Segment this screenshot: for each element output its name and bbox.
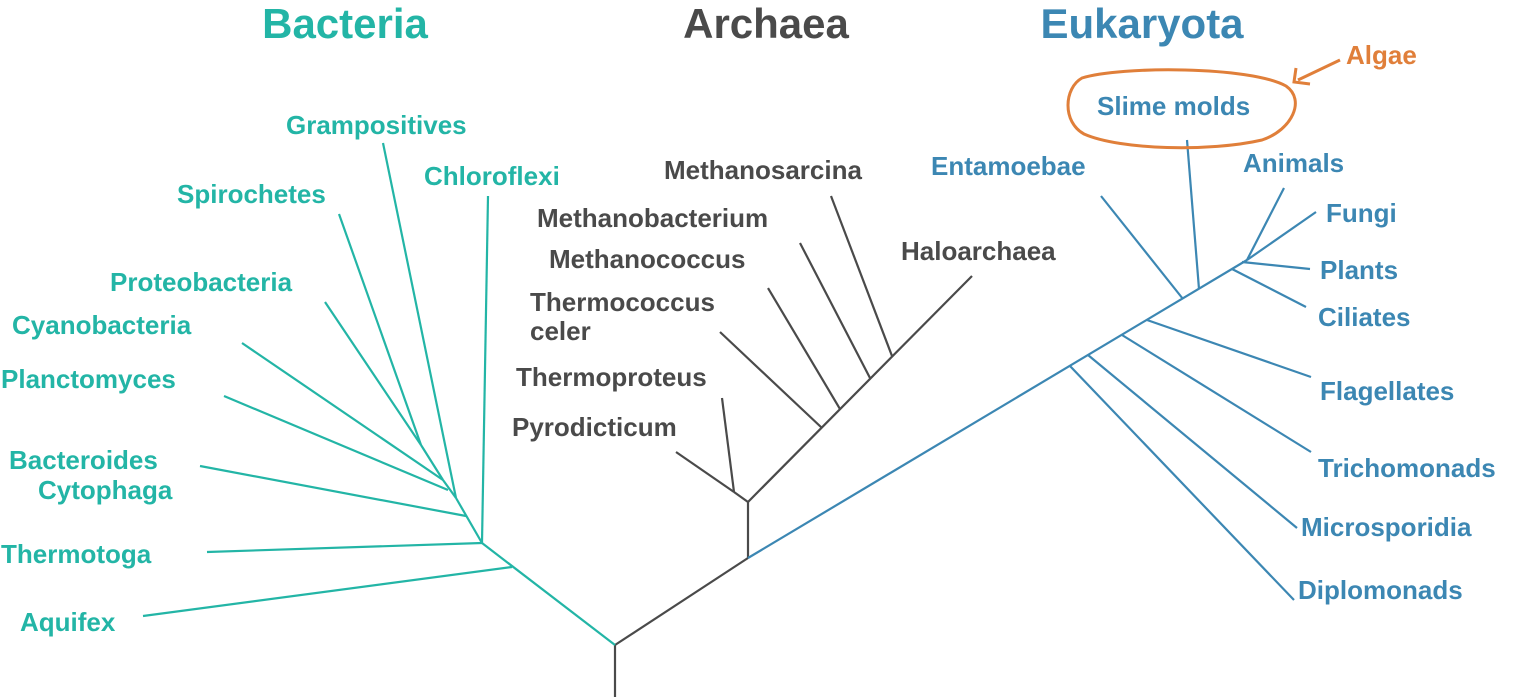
label-proteobacteria: Proteobacteria [110,267,293,297]
label-flagellates: Flagellates [1320,376,1454,406]
branch-thermoproteus [720,397,736,493]
label-bacteroides: Bacteroides [9,445,158,475]
branch-flagellates [1146,318,1312,379]
branch-planctomyces [223,394,449,492]
label-celer: celer [530,316,591,346]
label-fungi: Fungi [1326,198,1397,228]
bacteria-trunk [481,542,616,646]
branch-ciliates [1231,268,1307,308]
branch-pyrodicticum [675,451,735,493]
label-cyanobacteria: Cyanobacteria [12,310,192,340]
root-branches [481,542,749,697]
branch-proteobacteria [324,301,422,446]
branch-thermotoga [206,541,483,554]
branch-grampositives [381,142,458,499]
branch-methanobacterium [799,242,871,379]
branch-trichomonads [1121,334,1312,453]
domain-title-eukaryota: Eukaryota [1040,0,1244,47]
branch-methanococcus [767,287,841,410]
branch-aquifex [142,565,513,618]
archaea-branches [675,195,973,558]
label-ciliates: Ciliates [1318,302,1411,332]
domain-title-bacteria: Bacteria [262,0,428,47]
archaea-labels: Methanosarcina Methanobacterium Haloarch… [512,155,1056,442]
label-microsporidia: Microsporidia [1301,512,1472,542]
label-cytophaga: Cytophaga [38,475,173,505]
branch-inner-a1 [733,491,749,503]
label-plants: Plants [1320,255,1398,285]
label-spirochetes: Spirochetes [177,179,326,209]
label-methanococcus: Methanococcus [549,244,746,274]
label-haloarchaea: Haloarchaea [901,236,1056,266]
branch-entamoebae [1100,195,1184,300]
branch-animals [1246,187,1285,261]
branch-slime-molds [1185,139,1201,290]
label-thermotoga: Thermotoga [1,539,152,569]
label-algae: Algae [1346,40,1417,70]
bacteria-branches [142,142,513,618]
branch-thermococcus [719,331,823,429]
branch-bacteroides [199,464,467,518]
label-diplomonads: Diplomonads [1298,575,1463,605]
branch-haloarchaea [747,275,973,503]
branch-plants [1241,260,1311,271]
branch-inner-2 [442,479,457,499]
branch-inner-3 [420,444,444,481]
domain-title-archaea: Archaea [683,0,849,47]
label-methanobacterium: Methanobacterium [537,203,768,233]
label-slime-molds: Slime molds [1097,91,1250,121]
label-planctomyces: Planctomyces [1,364,176,394]
label-aquifex: Aquifex [20,607,116,637]
branch-chloroflexi [480,195,490,544]
branch-diplomonads [1069,365,1295,601]
branch-methanosarcina [829,195,894,357]
label-entamoebae: Entamoebae [931,151,1086,181]
label-pyrodicticum: Pyrodicticum [512,412,677,442]
label-methanosarcina: Methanosarcina [664,155,862,185]
branch-cyanobacteria [241,342,444,481]
branch-fungi [1246,211,1317,261]
branch-spirochetes [337,213,423,446]
bacteria-labels: Grampositives Chloroflexi Spirochetes Pr… [1,110,560,637]
label-grampositives: Grampositives [286,110,467,140]
algae-annotation: Algae [1066,40,1417,150]
label-thermococcus: Thermococcus [530,287,715,317]
eukaryota-trunk [747,259,1248,559]
arrow-icon [1292,58,1341,86]
label-animals: Animals [1243,148,1344,178]
label-chloroflexi: Chloroflexi [424,161,560,191]
branch-inner-1 [455,497,483,544]
highlight-circle [1066,68,1297,150]
eukaryota-branches [747,139,1317,601]
label-thermoproteus: Thermoproteus [516,362,707,392]
eukaryota-labels: Slime molds Entamoebae Animals Fungi Pla… [931,91,1496,605]
label-trichomonads: Trichomonads [1318,453,1496,483]
archaea-eukaryota-trunk [614,557,749,646]
branch-microsporidia [1087,354,1298,529]
